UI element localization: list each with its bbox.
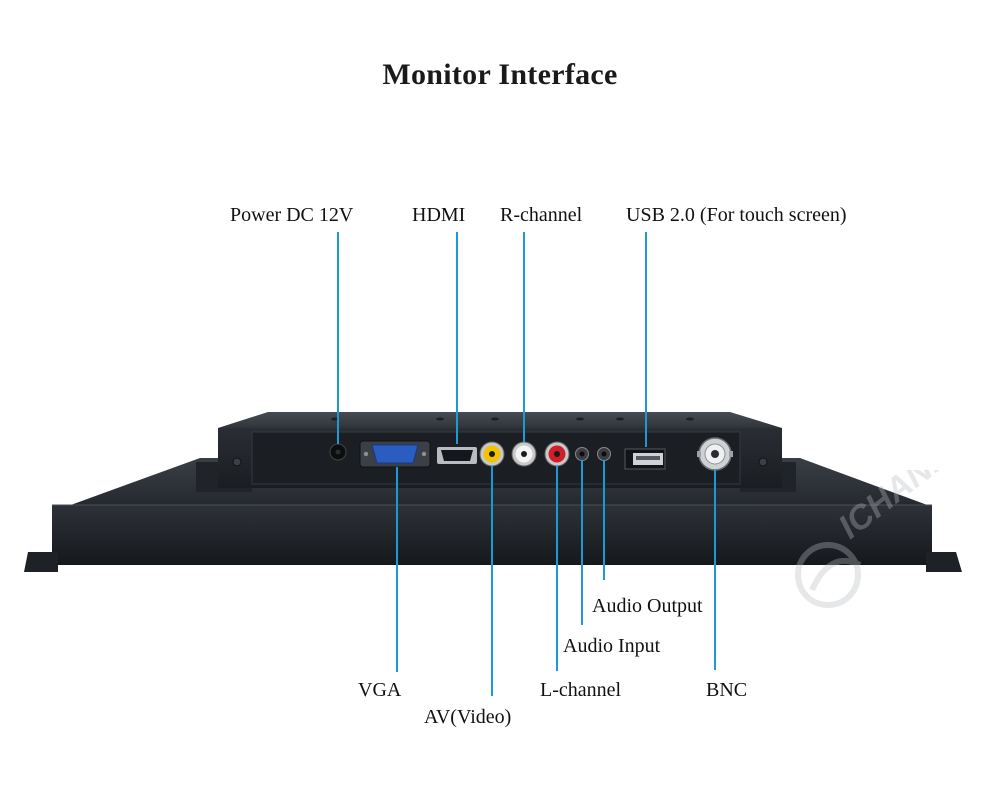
callout-line-audio-input (581, 460, 583, 625)
callout-line-usb (645, 232, 647, 447)
mount-flange-left (24, 552, 58, 572)
label-power-dc: Power DC 12V (230, 204, 354, 226)
mount-flange-right (926, 552, 962, 572)
bnc-port (697, 437, 733, 471)
r-channel-port (511, 441, 537, 467)
page-title: Monitor Interface (382, 58, 618, 91)
label-audio-output: Audio Output (592, 595, 703, 617)
label-bnc: BNC (706, 679, 748, 701)
av-video-port (479, 441, 505, 467)
callout-line-hdmi (456, 232, 458, 444)
callout-line-r-channel (523, 232, 525, 442)
screw-right (758, 457, 768, 467)
screw-left (232, 457, 242, 467)
callout-line-audio-output (603, 460, 605, 580)
label-hdmi: HDMI (412, 204, 466, 226)
brand-logo-watermark: ICHANK (795, 470, 962, 608)
label-av-video: AV(Video) (424, 706, 512, 728)
label-l-channel: L-channel (540, 679, 622, 701)
hdmi-port (437, 447, 477, 464)
interface-box-top (218, 412, 782, 428)
callout-line-power (337, 232, 339, 444)
callout-line-bnc (714, 470, 716, 670)
label-vga: VGA (358, 679, 402, 701)
callout-line-l-channel (556, 466, 558, 671)
label-usb: USB 2.0 (For touch screen) (626, 204, 847, 226)
vga-port (359, 440, 431, 468)
label-audio-input: Audio Input (563, 635, 661, 657)
svg-text:ICHANK: ICHANK (832, 470, 962, 546)
label-r-channel: R-channel (500, 204, 583, 226)
l-channel-port (544, 441, 570, 467)
usb-port (624, 448, 666, 470)
audio-input-port (575, 447, 589, 461)
callout-line-vga (396, 467, 398, 672)
callout-line-av-video (491, 466, 493, 696)
power-dc-port (329, 443, 347, 461)
audio-output-port (597, 447, 611, 461)
